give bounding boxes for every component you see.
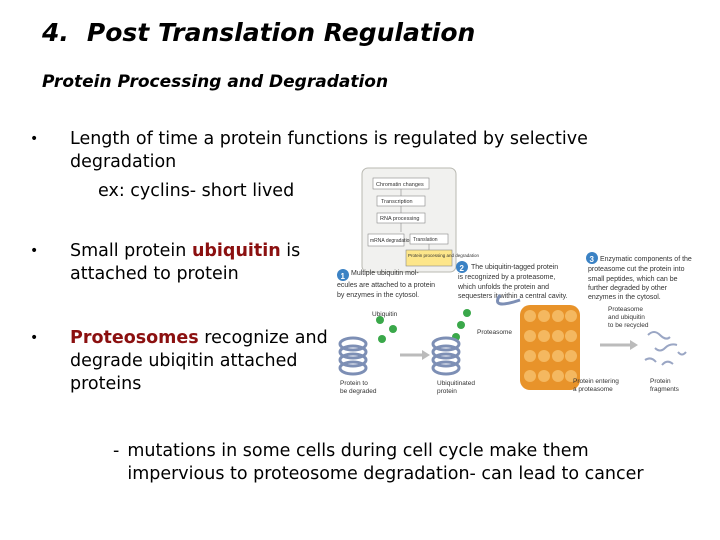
- ubiquitin-molecules: [376, 309, 471, 343]
- bullet-marker: •: [30, 243, 39, 259]
- bullet-3-post: recognize and: [198, 328, 328, 348]
- flow-text-protein-processing: Protein processing and degradation: [408, 253, 480, 258]
- protein-coil-1: [338, 336, 368, 376]
- step-number-3: 3: [590, 255, 595, 264]
- bullet-2-line-2: attached to protein: [70, 264, 239, 284]
- entering-label: Protein entering a proteasome: [573, 378, 621, 393]
- bullet-1-line-2: degradation: [70, 152, 177, 172]
- flow-text-mrna-degradation: mRNA degradation: [370, 238, 412, 244]
- step-circle-2: [456, 261, 468, 273]
- proteasome-label: Proteasome: [477, 329, 512, 336]
- step-number-1: 1: [341, 272, 346, 281]
- sub-point: -mutations in some cells during cell cyc…: [113, 440, 644, 486]
- proteasome: [496, 294, 580, 390]
- bullet-1-example: ex: cyclins- short lived: [98, 181, 295, 201]
- step-circle-1: [337, 269, 349, 281]
- bullet-2-post: is: [280, 241, 301, 261]
- flow-box-protein-processing: [405, 249, 453, 267]
- step-1-text: Multiple ubiquitin mol- ecules are attac…: [337, 270, 437, 299]
- flow-box-rna-processing: [376, 212, 426, 224]
- flow-box-mrna-degradation: [367, 233, 405, 247]
- title-number: 4.: [42, 18, 69, 47]
- slide-subtitle: Protein Processing and Degradation: [42, 72, 389, 92]
- bullet-3-line-2: degrade ubiqitin attached: [70, 351, 298, 371]
- protein-coil-2: [431, 336, 461, 376]
- bullet-2-pre: Small protein: [70, 241, 192, 261]
- ubiquitin-highlight: ubiquitin: [191, 241, 281, 261]
- bullet-1-line-1: Length of time a protein functions is re…: [70, 129, 588, 149]
- title-text: Post Translation Regulation: [86, 18, 476, 47]
- step-3-text: Enzymatic components of the proteasome c…: [588, 256, 694, 301]
- step-circle-3: [586, 252, 598, 264]
- sub-point-line-2: impervious to proteosome degradation- ca…: [127, 464, 644, 484]
- recycled-label: Proteasome and ubiquitin to be recycled: [608, 306, 649, 329]
- sub-point-dash: -: [113, 441, 120, 461]
- ubiquitin-label: Ubiquitin: [372, 311, 398, 318]
- step-2-text: The ubiquitin-tagged protein is recogniz…: [457, 264, 568, 300]
- flow-text-translation: Translation: [413, 237, 438, 243]
- sub-point-line-1: mutations in some cells during cell cycl…: [127, 441, 589, 461]
- step-number-2: 2: [460, 264, 465, 273]
- protein-degraded-label: Protein to be degraded: [340, 380, 377, 395]
- bullet-marker: •: [30, 330, 39, 346]
- flow-box-translation: [409, 233, 449, 245]
- ubiquitinated-label: Ubiquitinated protein: [437, 380, 477, 395]
- fragments-label: Protein fragments: [650, 378, 680, 393]
- bullet-3-line-3: proteins: [70, 374, 142, 394]
- bullet-marker: •: [30, 131, 39, 147]
- slide-title: 4. Post Translation Regulation: [42, 18, 475, 47]
- flow-text-rna-processing: RNA processing: [380, 216, 419, 222]
- proteosomes-highlight: Proteosomes: [70, 328, 199, 348]
- protein-fragments: [644, 331, 687, 366]
